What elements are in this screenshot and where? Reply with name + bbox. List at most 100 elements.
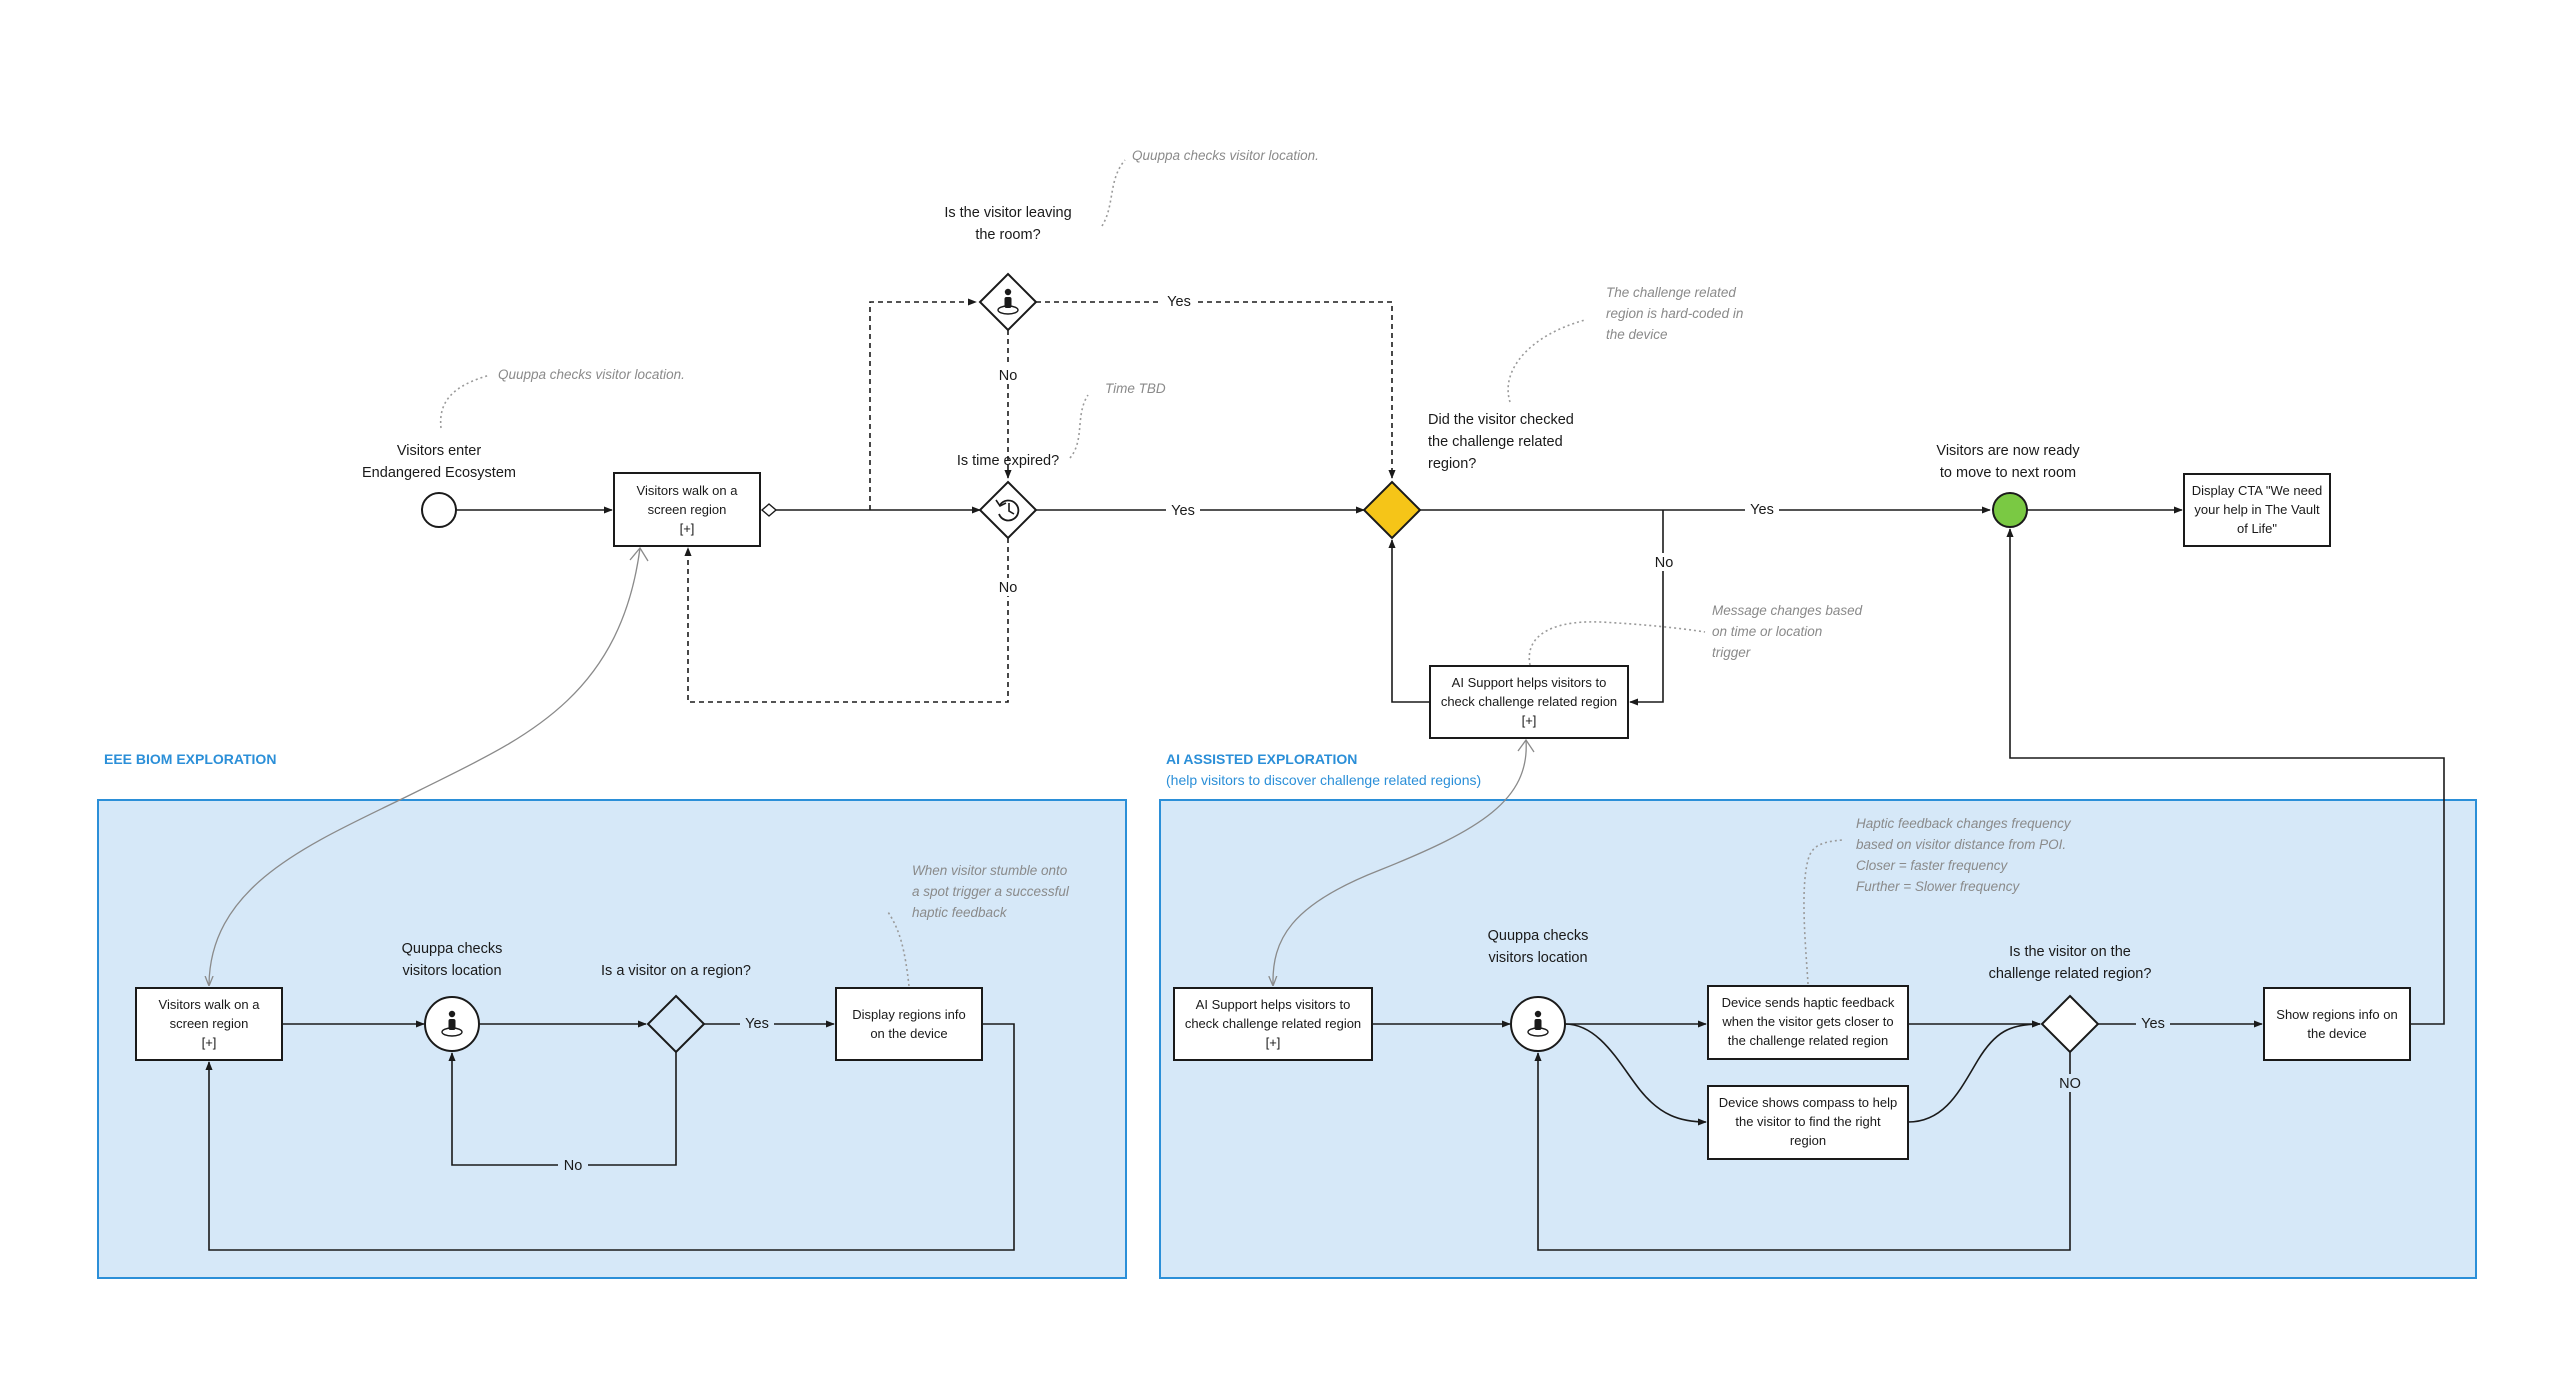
timer-icon: [995, 499, 1020, 522]
challenge-question-line3: region?: [1428, 456, 1476, 472]
leaving-question-line1: Is the visitor leaving: [944, 205, 1071, 221]
eee-section-title: EEE BIOM EXPLORATION: [104, 751, 276, 767]
association-ai-arrow-up: [1517, 738, 1535, 753]
ai-task-line2: check challenge related region: [1441, 694, 1617, 709]
walk-task-line3: [+]: [680, 521, 695, 536]
eee-walk-line1: Visitors walk on a: [159, 997, 261, 1012]
eee-display-line2: on the device: [870, 1026, 947, 1041]
eee-note-line2: a spot trigger a successful: [912, 884, 1070, 899]
leaving-room-gateway: [978, 272, 1038, 332]
person-on-location-icon: [441, 1010, 463, 1037]
start-note: Quuppa checks visitor location.: [498, 367, 685, 382]
ai-section-task-line1: AI Support helps visitors to: [1196, 997, 1351, 1012]
display-cta-task[interactable]: Display CTA "We need your help in The Va…: [2183, 473, 2331, 547]
ai-section-title: AI ASSISTED EXPLORATION: [1166, 751, 1357, 767]
ai-section-task-line2: check challenge related region: [1185, 1016, 1361, 1031]
ai-section-subtitle: (help visitors to discover challenge rel…: [1166, 772, 1481, 788]
leaving-question-line2: the room?: [975, 227, 1040, 243]
eee-quuppa-label-line1: Quuppa checks: [402, 941, 503, 957]
leaving-no-label: No: [999, 368, 1018, 384]
challenge-yes-label: Yes: [1750, 502, 1774, 518]
flow-challenge-no: [1629, 510, 1664, 706]
ai-task-line1: AI Support helps visitors to: [1452, 675, 1607, 690]
ai-no-label: NO: [2059, 1076, 2081, 1092]
flow-show-to-ready: [2006, 528, 2445, 1025]
ai-quuppa-label-line2: visitors location: [1488, 950, 1587, 966]
ai-yes-label: Yes: [2141, 1016, 2165, 1032]
ai-note-connector: [1528, 621, 1706, 666]
eee-no-label: No: [564, 1158, 583, 1174]
haptic-feedback-task[interactable]: Device sends haptic feedback when the vi…: [1707, 985, 1909, 1060]
walk-task-line2: screen region: [648, 502, 727, 517]
compass-task-line3: region: [1790, 1133, 1826, 1148]
association-walk-arrow-up: [629, 546, 649, 562]
start-label-line2: Endangered Ecosystem: [362, 465, 516, 481]
challenge-question-line1: Did the visitor checked: [1428, 412, 1574, 428]
association-ai-subprocess: [1273, 739, 1527, 985]
ready-label-line2: to move to next room: [1940, 465, 2076, 481]
ai-assisted-section: AI ASSISTED EXPLORATION (help visitors t…: [1159, 751, 2477, 1279]
association-walk-subprocess: [209, 547, 641, 985]
flow-compass-to-gateway: [1907, 1020, 2041, 1123]
time-question: Is time expired?: [957, 453, 1059, 469]
eee-note-connector: [887, 911, 910, 987]
cta-task-line3: of Life": [2237, 521, 2277, 536]
haptic-note-line3: Closer = faster frequency: [1856, 858, 2008, 873]
leaving-note-connector: [1101, 159, 1126, 227]
ai-quuppa-event: [1510, 996, 1566, 1052]
time-note: Time TBD: [1105, 381, 1166, 396]
ready-end-event: [1992, 492, 2028, 528]
eee-quuppa-label-line2: visitors location: [402, 963, 501, 979]
walk-screen-region-task[interactable]: Visitors walk on a screen region [+]: [613, 472, 761, 547]
ai-note-line2: on time or location: [1712, 624, 1822, 639]
time-note-connector: [1069, 394, 1089, 459]
haptic-note-line1: Haptic feedback changes frequency: [1856, 816, 2072, 831]
flow-eee-display-back-to-walk: [205, 1023, 1015, 1251]
event-gateway-marker: [760, 503, 778, 517]
eee-region-question: Is a visitor on a region?: [601, 963, 751, 979]
leaving-note: Quuppa checks visitor location.: [1132, 148, 1319, 163]
haptic-note-connector: [1803, 839, 1843, 985]
ai-support-task[interactable]: AI Support helps visitors to check chall…: [1429, 665, 1629, 739]
show-task-line1: Show regions info on: [2276, 1007, 2397, 1022]
ai-note-line3: trigger: [1712, 645, 1751, 660]
eee-note-line1: When visitor stumble onto: [912, 863, 1068, 878]
person-on-location-icon: [1527, 1010, 1549, 1037]
ready-label-line1: Visitors are now ready: [1936, 443, 2080, 459]
eee-walk-line2: screen region: [170, 1016, 249, 1031]
cta-task-line1: Display CTA "We need: [2192, 483, 2323, 498]
ai-section-task-line3: [+]: [1266, 1035, 1281, 1050]
eee-quuppa-event: [424, 996, 480, 1052]
haptic-task-line1: Device sends haptic feedback: [1722, 995, 1895, 1010]
compass-task-line1: Device shows compass to help: [1719, 1095, 1897, 1110]
eee-display-line1: Display regions info: [852, 1007, 965, 1022]
ai-quuppa-label-line1: Quuppa checks: [1488, 928, 1589, 944]
flow-walk-to-leaving: [869, 298, 977, 510]
challenge-note-line2: region is hard-coded in: [1606, 306, 1743, 321]
show-regions-task[interactable]: Show regions info on the device: [2263, 987, 2411, 1061]
start-label-line1: Visitors enter: [397, 443, 482, 459]
challenge-note-line3: the device: [1606, 327, 1668, 342]
flow-time-no: [684, 538, 1009, 703]
cta-task-line2: your help in The Vault: [2194, 502, 2320, 517]
challenge-note-line1: The challenge related: [1606, 285, 1736, 300]
walk-task-line1: Visitors walk on a: [637, 483, 739, 498]
flow-leaving-yes: [1036, 301, 1396, 479]
haptic-note-line4: Further = Slower frequency: [1856, 879, 2020, 894]
ai-region-question-line1: Is the visitor on the: [2009, 944, 2131, 960]
start-note-connector: [439, 374, 491, 429]
eee-walk-line3: [+]: [202, 1035, 217, 1050]
eee-display-regions-task[interactable]: Display regions info on the device: [835, 987, 983, 1061]
time-expired-gateway: [978, 480, 1038, 540]
ai-section-support-task[interactable]: AI Support helps visitors to check chall…: [1173, 987, 1373, 1061]
eee-walk-task[interactable]: Visitors walk on a screen region [+]: [135, 987, 283, 1061]
person-on-location-icon: [997, 288, 1019, 315]
time-yes-label: Yes: [1171, 503, 1195, 519]
haptic-task-line2: when the visitor gets closer to: [1721, 1014, 1893, 1029]
compass-task[interactable]: Device shows compass to help the visitor…: [1707, 1085, 1909, 1160]
ai-region-question-line2: challenge related region?: [1989, 966, 2152, 982]
haptic-task-line3: the challenge related region: [1728, 1033, 1888, 1048]
flow-quuppa-to-compass: [1564, 1023, 1707, 1126]
challenge-note-connector: [1507, 319, 1586, 403]
